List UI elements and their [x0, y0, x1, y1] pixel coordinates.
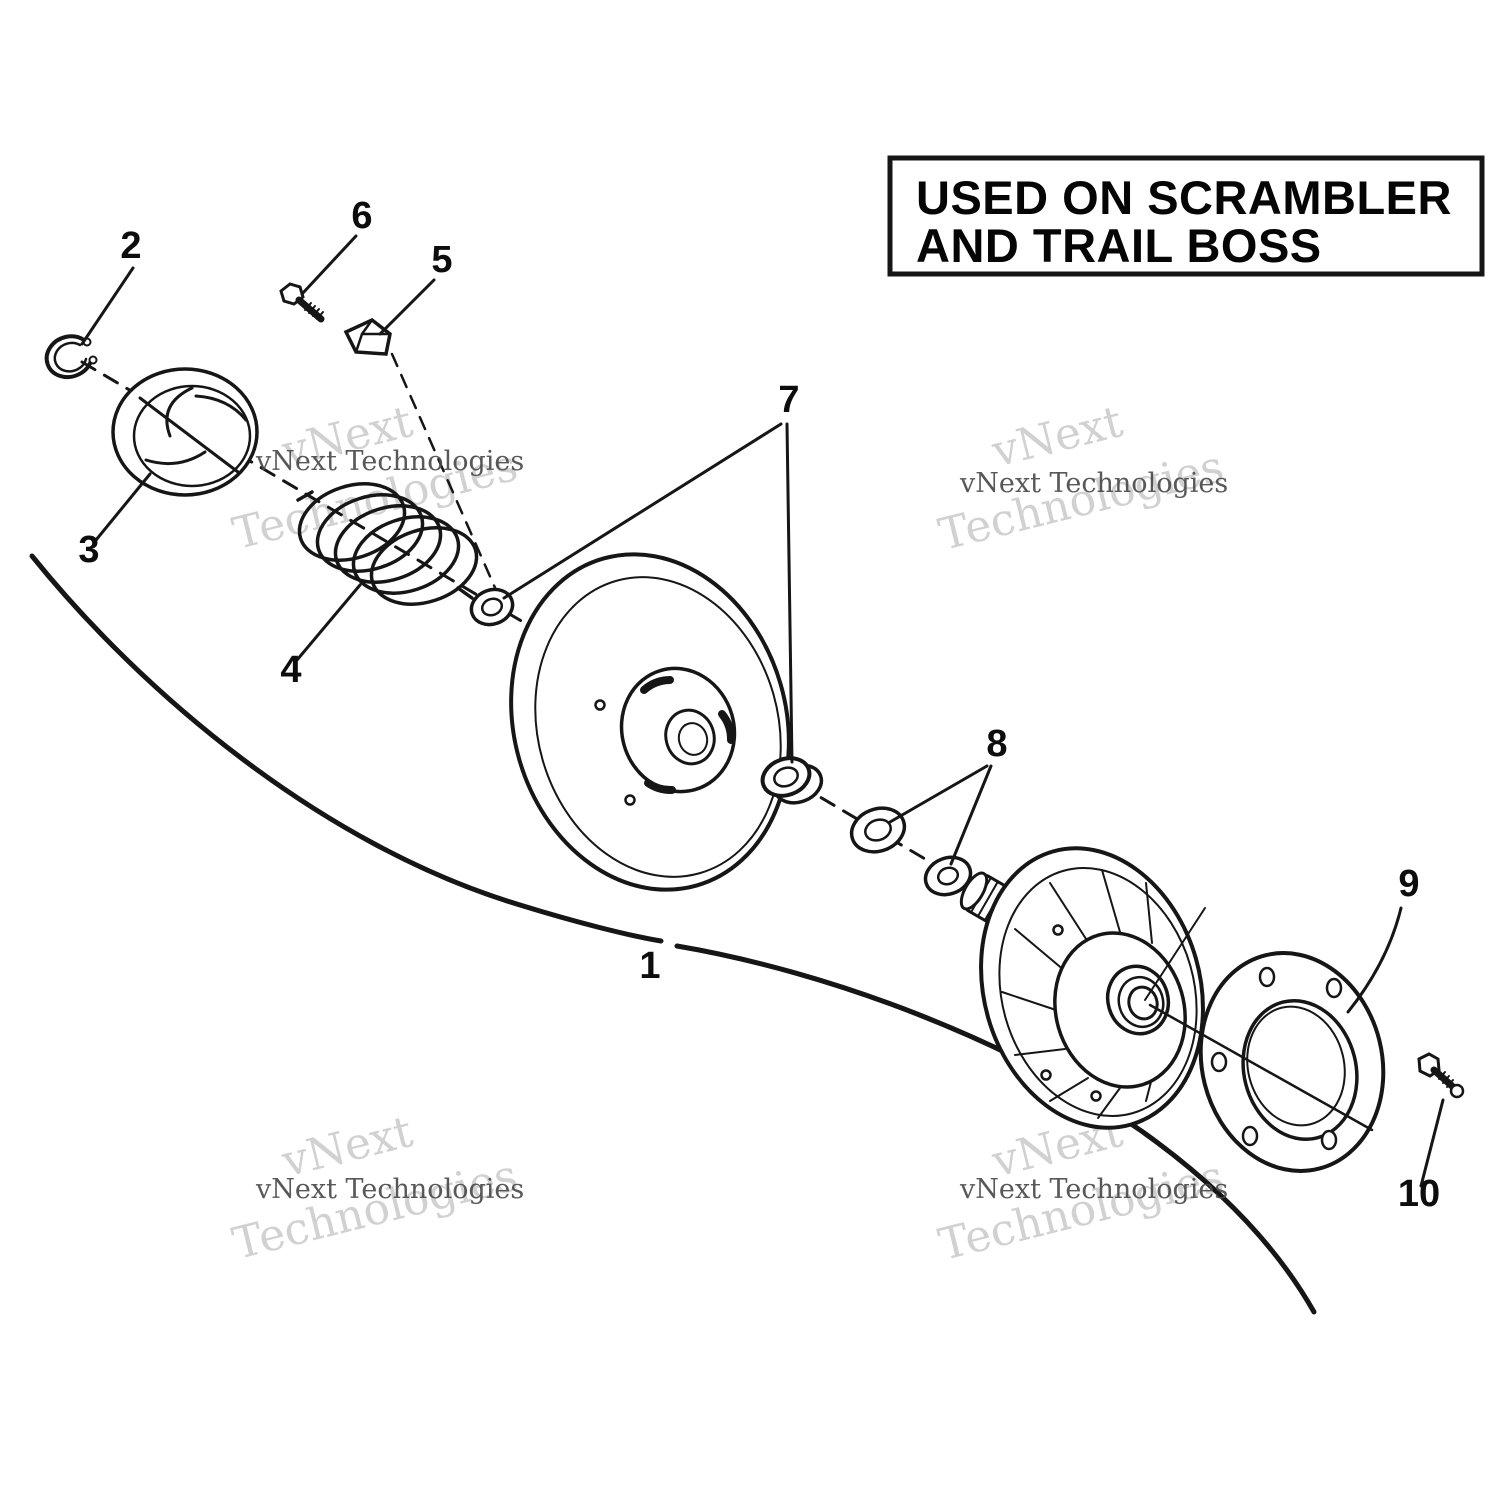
notice-text-line2: AND TRAIL BOSS [916, 219, 1322, 272]
callout-1-label: 1 [639, 945, 660, 987]
part-spring-cover-drum [111, 367, 259, 497]
callout-10-label: 10 [1398, 1173, 1440, 1215]
callout-3-label: 3 [78, 529, 99, 571]
leader-line-10 [1419, 1098, 1445, 1188]
watermark-top-right-dark: vNext Technologies [959, 468, 1228, 499]
callout-labels: 1 2 3 4 5 6 7 8 9 10 [78, 195, 1440, 1215]
leader-line-9 [1346, 906, 1403, 1014]
watermark-bottom-left-dark: vNext Technologies [255, 1174, 524, 1205]
notice-box: USED ON SCRAMBLER AND TRAIL BOSS [887, 155, 1485, 277]
part-movable-sheave [979, 846, 1206, 1130]
watermark-text: Technologies [228, 1150, 523, 1270]
leader-line-7a [502, 422, 783, 600]
callout-7-label: 7 [778, 379, 799, 421]
watermark-bottom-right-dark: vNext Technologies [959, 1174, 1228, 1205]
watermark-text: Technologies [934, 441, 1229, 561]
leader-line-2 [80, 266, 135, 346]
wedge-axis-dashline [390, 352, 498, 592]
part-torsion-spring [296, 482, 479, 606]
part-spacer-washer [469, 587, 515, 627]
leader-line-6 [300, 234, 358, 296]
watermark-top-left-dark: vNext Technologies [255, 446, 524, 477]
part-thrust-washer-b [923, 855, 973, 897]
part-stationary-sheave [509, 552, 791, 892]
leader-line-8a [888, 764, 989, 824]
part-thrust-washer-a [849, 806, 907, 854]
callout-2-label: 2 [120, 225, 141, 267]
callout-4-label: 4 [280, 649, 301, 691]
leader-line-3 [94, 472, 152, 542]
part-small-bolt [279, 282, 325, 323]
part-snap-ring [44, 334, 98, 380]
leader-line-5 [378, 278, 436, 336]
callout-leader-lines [80, 234, 1445, 1188]
leader-line-8b [949, 764, 993, 866]
leader-line-7b [785, 422, 794, 764]
drive-belt-line-upper [29, 553, 664, 944]
watermark-text: Technologies [934, 1151, 1229, 1271]
leader-line-4 [295, 583, 362, 662]
part-hub-bearing [760, 756, 824, 805]
callout-6-label: 6 [351, 195, 372, 237]
part-flange-bolt [1417, 1052, 1465, 1099]
callout-9-label: 9 [1398, 863, 1419, 905]
watermark-text: vNext [986, 396, 1128, 478]
callout-5-label: 5 [431, 239, 452, 281]
part-retainer-flange [1148, 951, 1386, 1173]
part-cam-wedge [343, 317, 392, 356]
notice-text-line1: USED ON SCRAMBLER [916, 171, 1452, 224]
callout-8-label: 8 [986, 723, 1007, 765]
